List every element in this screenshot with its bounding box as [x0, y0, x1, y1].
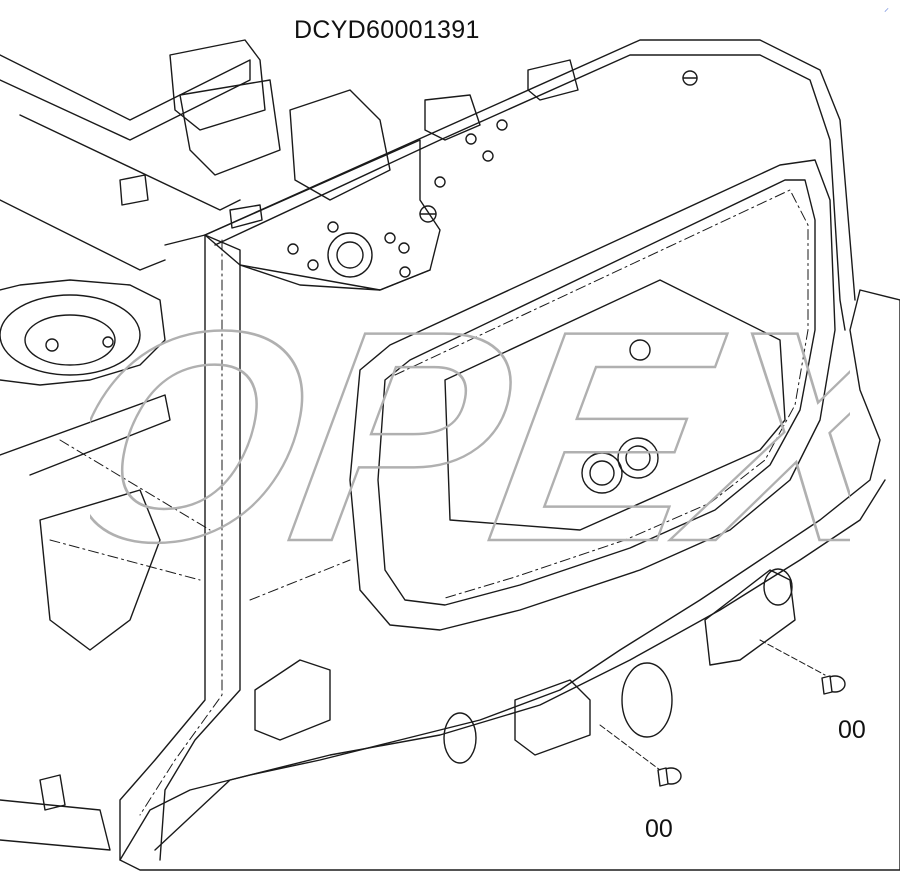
inner-bore-1	[581, 452, 623, 494]
swing-bearing	[0, 279, 166, 386]
drawing-code: DCYD60001391	[294, 16, 480, 44]
window-dash	[394, 189, 809, 599]
pillar-right	[159, 234, 241, 861]
lower-hole-1	[443, 712, 477, 764]
frame-outline	[119, 289, 900, 871]
frame-lower-skirt	[154, 479, 886, 851]
frame-top-edge	[204, 39, 856, 301]
lower-slot-1	[514, 679, 591, 756]
frame-inner-edge	[214, 54, 846, 331]
top-plate-bore	[327, 232, 373, 278]
top-plate-bore-inner	[336, 241, 364, 269]
pillar-left	[119, 234, 206, 861]
leader-1	[759, 639, 826, 676]
leader-2	[599, 724, 661, 771]
plug-bolt-1	[821, 675, 846, 695]
lower-hole-2	[621, 662, 673, 738]
top-plate-ridge	[239, 264, 431, 291]
corner-mark: ⸝	[884, 3, 889, 14]
rear-member	[169, 39, 266, 131]
callout-label: 00	[838, 716, 866, 744]
inner-bore-2	[617, 437, 659, 479]
lower-slot-2	[704, 569, 796, 666]
lower-slot-3	[254, 659, 331, 741]
callout-label: 00	[645, 815, 673, 843]
plug-bolt-2	[657, 767, 682, 787]
pillar-centerline	[139, 239, 223, 816]
side-rail	[0, 394, 171, 476]
upper-left-member	[0, 54, 251, 141]
window-opening-outer	[349, 159, 836, 631]
window-opening-inner	[377, 179, 816, 606]
inner-floor	[444, 279, 786, 531]
